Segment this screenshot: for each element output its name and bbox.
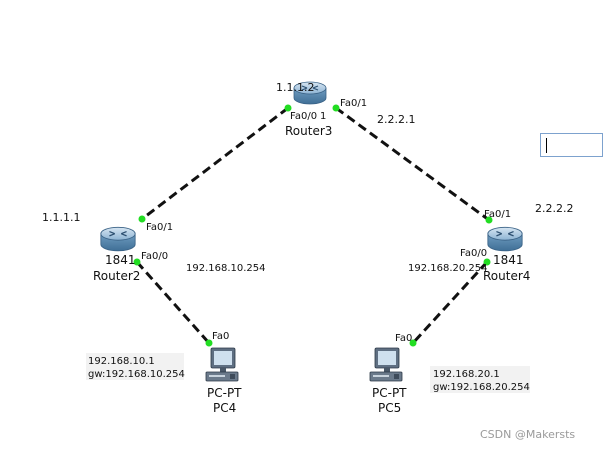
router3[interactable]: 1.1.1.2 Fa0/0 1 Fa0/1 Router3 2.2.2.1 <box>276 81 415 138</box>
router-icon[interactable] <box>487 226 523 252</box>
pc4-ip: 192.168.10.1 <box>88 356 155 367</box>
router2-model: 1841 <box>105 253 136 267</box>
router4-name: Router4 <box>483 269 530 283</box>
pc4-note-bg <box>86 353 184 380</box>
router2-ip: 1.1.1.1 <box>42 211 80 224</box>
label-edit-box[interactable] <box>540 133 603 157</box>
router3-port-fa01: Fa0/1 <box>340 98 367 109</box>
pc5-type: PC-PT <box>372 386 407 400</box>
pc-icon[interactable] <box>205 347 239 382</box>
router2-port-fa00: Fa0/0 <box>141 251 168 262</box>
router2-port-fa01: Fa0/1 <box>146 222 173 233</box>
port-led-router3-fa01 <box>332 104 340 112</box>
pc4-port: Fa0 <box>212 331 229 342</box>
port-led-router4-fa00 <box>483 258 491 266</box>
router4[interactable]: 2.2.2.2 Fa0/1 Fa0/0 1841 192.168.20.254 … <box>408 202 573 283</box>
link-router2-pc4[interactable] <box>135 261 211 344</box>
router-icon[interactable] <box>100 226 136 252</box>
port-led-router2-fa00 <box>133 258 141 266</box>
pc5-ip: 192.168.20.1 <box>433 369 500 380</box>
pc4-type: PC-PT <box>207 386 242 400</box>
router3-name: Router3 <box>285 124 332 138</box>
router3-ip: 1.1.1.2 <box>276 81 314 94</box>
pc4-gateway: gw:192.168.10.254 <box>88 369 185 380</box>
pc4[interactable]: Fa0 192.168.10.1 gw:192.168.10.254 PC-PT… <box>86 331 242 415</box>
router4-model: 1841 <box>493 253 524 267</box>
pc4-name: PC4 <box>213 401 236 415</box>
pc-icon[interactable] <box>369 347 403 382</box>
links <box>135 106 490 345</box>
router4-ip: 2.2.2.2 <box>535 202 573 215</box>
port-led-pc4-fa0 <box>205 339 213 347</box>
watermark: CSDN @Makersts <box>480 428 575 441</box>
pc5-gateway: gw:192.168.20.254 <box>433 382 530 393</box>
link-router3-router2[interactable] <box>141 106 289 221</box>
link-router4-pc5[interactable] <box>411 260 489 345</box>
link-router3-router4[interactable] <box>335 106 490 222</box>
port-led-router3-fa00 <box>284 104 292 112</box>
router4-port-fa01: Fa0/1 <box>484 209 511 220</box>
router4-port-fa00: Fa0/0 <box>460 248 487 259</box>
router3-port-suffix: 1 <box>320 111 326 122</box>
pc5-port: Fa0 <box>395 333 412 344</box>
router2-lan-gateway: 192.168.10.254 <box>186 263 266 274</box>
pc5[interactable]: Fa0 192.168.20.1 gw:192.168.20.254 PC-PT… <box>369 333 530 415</box>
router2[interactable]: 1.1.1.1 Fa0/1 1841 Fa0/0 Router2 192.168… <box>42 211 266 283</box>
router2-name: Router2 <box>93 269 140 283</box>
port-led-pc5-fa0 <box>409 339 417 347</box>
port-led-router2-fa01 <box>138 215 146 223</box>
text-caret <box>546 138 547 153</box>
router3-link-ip: 2.2.2.1 <box>377 113 415 126</box>
port-indicators <box>133 104 493 347</box>
pc5-name: PC5 <box>378 401 401 415</box>
port-led-router4-fa01 <box>485 216 493 224</box>
router4-lan-gateway: 192.168.20.254 <box>408 263 488 274</box>
pc5-note-bg <box>430 366 530 393</box>
router3-port-fa00: Fa0/0 <box>290 111 317 122</box>
